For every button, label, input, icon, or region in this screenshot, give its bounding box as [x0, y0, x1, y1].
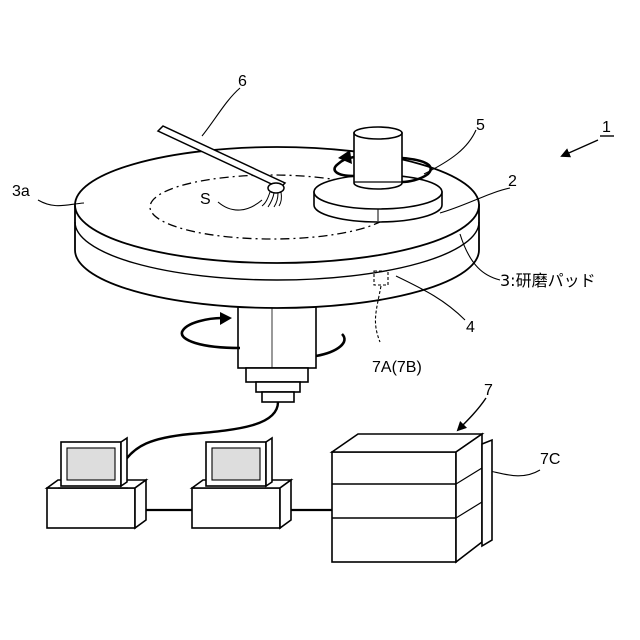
control-cabinet: [332, 434, 492, 562]
computer-right: [192, 438, 291, 528]
label-cabinet: 7C: [540, 451, 560, 468]
label-nozzle: 6: [238, 73, 247, 90]
label-platen: 4: [466, 319, 475, 336]
label-sensor: 7A(7B): [372, 359, 422, 376]
label-apparatus: 1: [602, 119, 611, 136]
polishing-head: [354, 127, 402, 189]
label-slurry: S: [200, 191, 211, 208]
label-head: 5: [476, 117, 485, 134]
label-pad-surface: 3a: [12, 183, 30, 200]
label-pad: 3:研磨パッド: [500, 271, 596, 290]
polishing-platen: [75, 147, 479, 308]
label-wafer: 2: [508, 173, 517, 190]
computer-left: [47, 438, 146, 528]
apparatus-arrow: [562, 140, 598, 156]
system-arrow: [458, 398, 486, 430]
label-system: 7: [484, 382, 493, 399]
platen-shaft: [238, 298, 316, 402]
